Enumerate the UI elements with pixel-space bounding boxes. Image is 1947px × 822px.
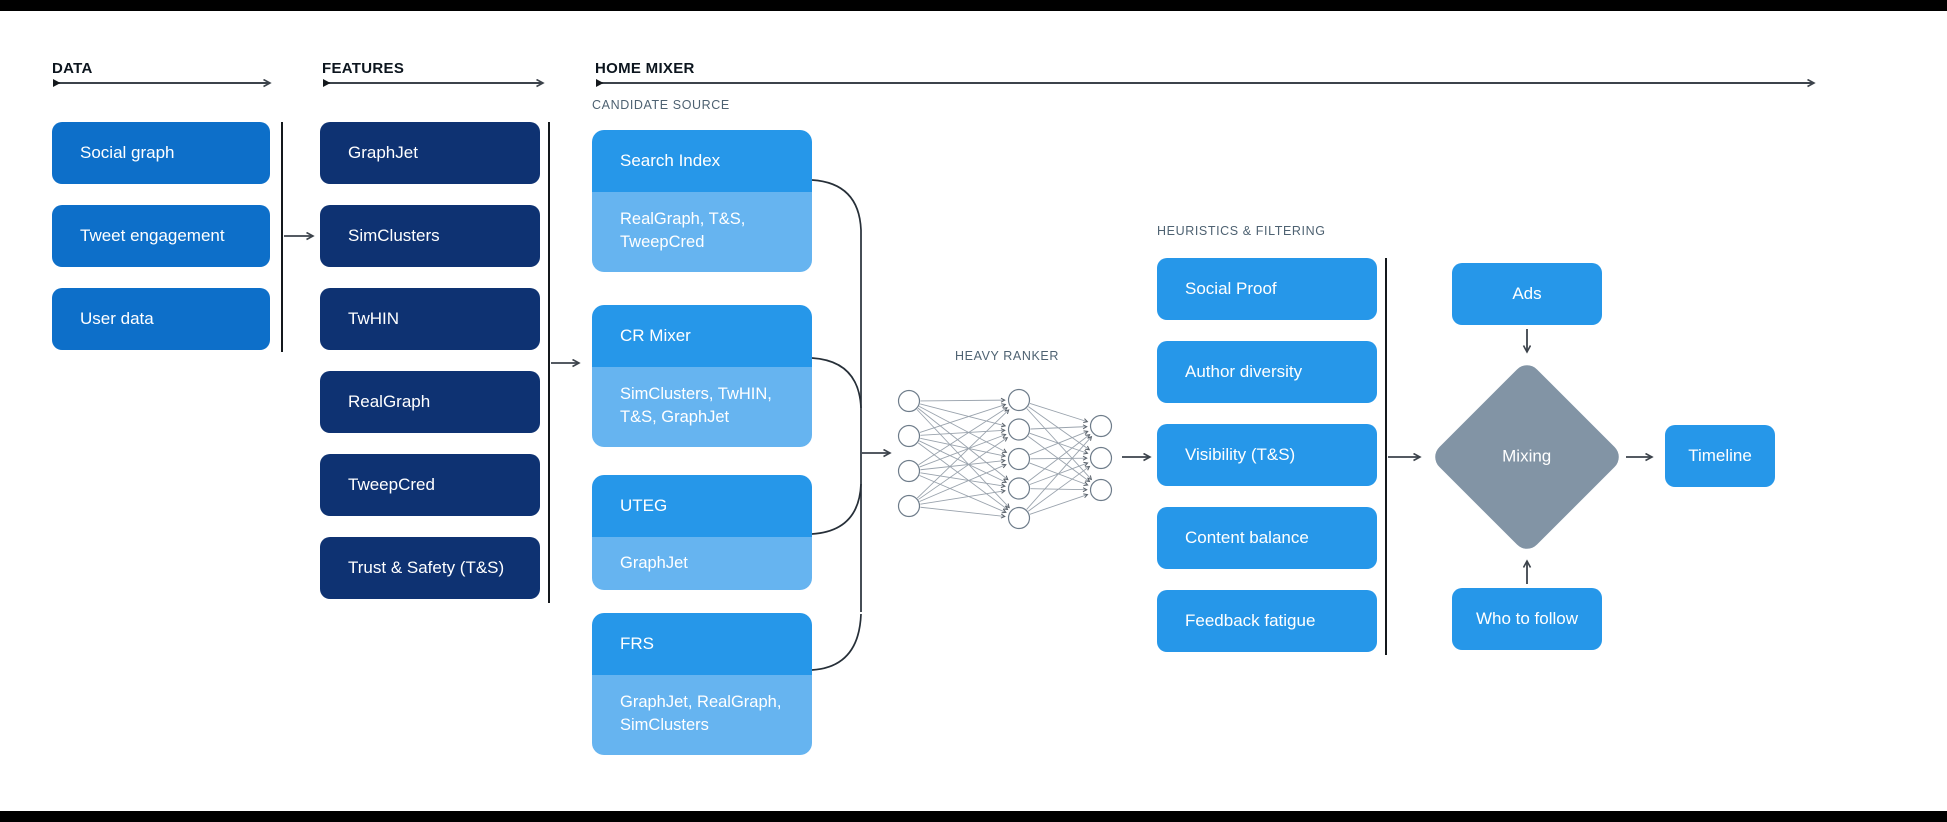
neural-node — [1089, 414, 1113, 438]
candidate-features: SimClusters, TwHIN, T&S, GraphJet — [592, 367, 812, 447]
bottom-black-bar — [0, 811, 1947, 822]
neural-node — [1089, 446, 1113, 470]
candidate-box-cr-mixer: CR Mixer SimClusters, TwHIN, T&S, GraphJ… — [592, 305, 812, 447]
neural-node — [1007, 506, 1031, 530]
ads-box: Ads — [1452, 263, 1602, 325]
neural-node — [1089, 478, 1113, 502]
features-box-tweepcred: TweepCred — [320, 454, 540, 516]
heuristics-box-social-proof: Social Proof — [1157, 258, 1377, 320]
heuristics-box-feedback-fatigue: Feedback fatigue — [1157, 590, 1377, 652]
features-box-trust-safety: Trust & Safety (T&S) — [320, 537, 540, 599]
neural-node — [1007, 388, 1031, 412]
heuristics-box-author-diversity: Author diversity — [1157, 341, 1377, 403]
neural-node — [1007, 447, 1031, 471]
heuristics-header: HEURISTICS & FILTERING — [1157, 224, 1326, 238]
neural-network — [897, 388, 1113, 530]
candidate-connector-spine — [811, 179, 862, 671]
neural-node — [1007, 477, 1031, 500]
who-to-follow-box: Who to follow — [1452, 588, 1602, 650]
candidate-source-header: CANDIDATE SOURCE — [592, 98, 730, 112]
neural-node — [897, 459, 921, 483]
candidate-features: GraphJet, RealGraph, SimClusters — [592, 675, 812, 755]
heuristics-box-content-balance: Content balance — [1157, 507, 1377, 569]
timeline-box: Timeline — [1665, 425, 1775, 487]
candidate-title: Search Index — [592, 130, 812, 192]
heuristics-box-visibility: Visibility (T&S) — [1157, 424, 1377, 486]
section-header-data: DATA — [52, 60, 93, 77]
candidate-title: UTEG — [592, 475, 812, 537]
candidate-title: FRS — [592, 613, 812, 675]
section-header-home-mixer: HOME MIXER — [595, 60, 695, 77]
features-box-simclusters: SimClusters — [320, 205, 540, 267]
neural-node — [897, 494, 921, 518]
top-black-bar — [0, 0, 1947, 11]
data-box-user-data: User data — [52, 288, 270, 350]
neural-node — [1007, 418, 1031, 441]
data-box-social-graph: Social graph — [52, 122, 270, 184]
features-box-twhin: TwHIN — [320, 288, 540, 350]
neural-node — [897, 389, 921, 413]
candidate-box-frs: FRS GraphJet, RealGraph, SimClusters — [592, 613, 812, 755]
features-box-realgraph: RealGraph — [320, 371, 540, 433]
heavy-ranker-header: HEAVY RANKER — [955, 349, 1059, 363]
data-box-tweet-engagement: Tweet engagement — [52, 205, 270, 267]
section-header-features: FEATURES — [322, 60, 405, 77]
candidate-box-uteg: UTEG GraphJet — [592, 475, 812, 590]
neural-node — [897, 424, 921, 448]
features-box-graphjet: GraphJet — [320, 122, 540, 184]
candidate-features: RealGraph, T&S, TweepCred — [592, 192, 812, 272]
candidate-features: GraphJet — [592, 537, 812, 590]
mixing-label: Mixing — [1502, 447, 1552, 466]
candidate-box-search-index: Search Index RealGraph, T&S, TweepCred — [592, 130, 812, 272]
candidate-title: CR Mixer — [592, 305, 812, 367]
